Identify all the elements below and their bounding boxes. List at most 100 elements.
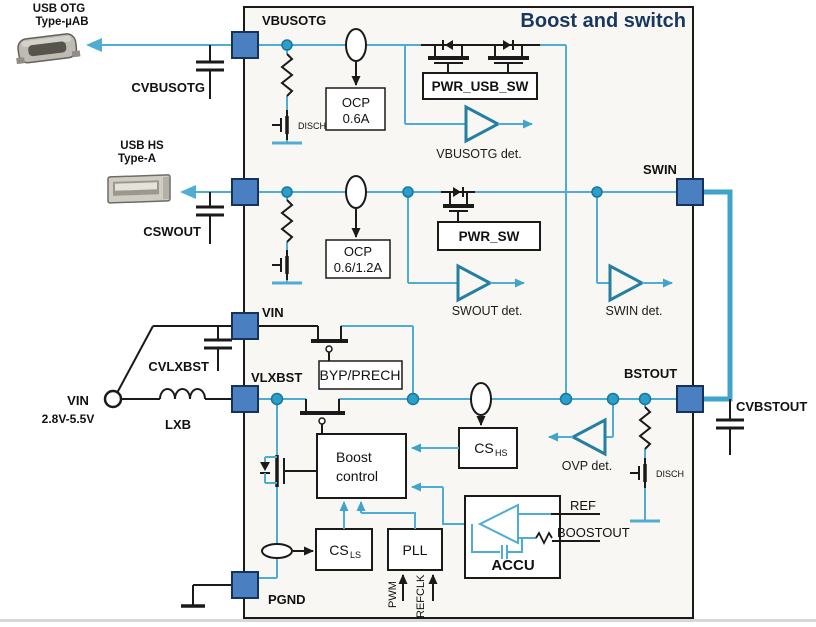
vin-supply-terminal (103, 389, 123, 409)
accu-block (464, 495, 561, 579)
usb-otg-connector-image (16, 33, 81, 65)
wire-junction-nodes (270, 39, 652, 406)
boost-hs-mosfet-icon (300, 399, 345, 434)
cvbstout-label: CVBSTOUT (736, 399, 807, 414)
page-edge-divider (0, 619, 816, 622)
ovp-det-label: OVP det. (562, 459, 613, 473)
current-probe-ocp1-icon (345, 28, 367, 62)
detector-comparators (456, 104, 646, 457)
ocp2-block (325, 239, 391, 279)
vbusotg-det-label: VBUSOTG det. (436, 147, 521, 161)
control-feedback-arrows (339, 482, 478, 529)
cs-ls-sub-label: LS (350, 550, 361, 560)
cswout-capacitor-icon (196, 192, 224, 244)
boost-control-label-line2: control (336, 468, 378, 484)
cs-hs-label: CS (474, 440, 493, 456)
ocp2-label-line1: OCP (344, 244, 372, 259)
boost-ls-mosfet-icon (260, 455, 317, 487)
ocp1-label-line1: OCP (342, 95, 370, 110)
accu-input-lines (551, 513, 600, 542)
pin-pgnd-label: PGND (268, 592, 306, 607)
ic-pins (231, 31, 704, 599)
resistor-vbusotg-icon (280, 53, 294, 97)
ovp-det-comparator-icon (569, 417, 607, 457)
accu-opamp-icon (471, 503, 551, 559)
pin-swin-label: SWIN (643, 162, 677, 177)
disch2-label: DISCH (656, 469, 684, 479)
pin-vbusotg (231, 31, 259, 59)
accu-label: ACCU (491, 557, 534, 574)
clock-input-arrows (398, 574, 438, 601)
resistor-bstout-icon (638, 406, 652, 450)
cvbstout-capacitor-icon (716, 399, 744, 455)
usb-otg-label-line2: Type-µAB (35, 16, 88, 28)
accu-feedback-resistor-icon (535, 531, 553, 546)
swout-det-comparator-icon (456, 263, 494, 303)
byp-prech-mosfet-icon (258, 325, 348, 361)
pin-vlxbst-label: VLXBST (251, 370, 302, 385)
usb-otg-label-line1: USB OTG (33, 3, 85, 15)
pgnd-ground-icon (181, 584, 232, 608)
discharge-resistors (280, 53, 652, 450)
disch-mosfet-vbusotg-icon (272, 110, 289, 140)
ocp2-label-line2: 0.6/1.2A (334, 260, 383, 275)
current-probe-ocp2-icon (345, 175, 367, 209)
pwm-label: PWM (387, 581, 399, 608)
vin-supply-label: VIN (67, 393, 89, 408)
pwr-sw-block (437, 221, 541, 251)
vbusotg-output-arrow-icon (86, 38, 102, 52)
cs-hs-sub-label: HS (495, 448, 508, 458)
pin-vin-label: VIN (262, 305, 284, 320)
pin-bstout-label: BSTOUT (624, 366, 677, 381)
resistor-swout-icon (280, 199, 294, 243)
pin-vbusotg-label: VBUSOTG (262, 13, 326, 28)
pin-bstout (676, 385, 704, 413)
byp-prech-label: BYP/PRECH (320, 367, 401, 383)
pwr-sw-label: PWR_SW (459, 229, 520, 244)
byp-prech-block (318, 360, 403, 390)
refclk-label: REFCLK (415, 574, 427, 618)
cs-ls-label: CS (329, 542, 348, 558)
usb-a-connector-image (107, 174, 171, 204)
boost-control-label-line1: Boost (336, 449, 372, 465)
current-probe-csls-icon (261, 543, 293, 559)
ref-label: REF (570, 498, 596, 513)
pin-pgnd (231, 571, 259, 599)
pll-label: PLL (403, 542, 428, 558)
pwr-sw-mosfet-icon (441, 187, 475, 222)
usb-hs-label-line2: Type-A (118, 153, 156, 165)
ocp1-label-line2: 0.6A (343, 111, 370, 126)
disch1-label: DISCH (298, 121, 326, 131)
probe-arrows (293, 62, 486, 556)
boostout-label: BOOSTOUT (557, 525, 630, 540)
swout-output-arrow-icon (180, 185, 196, 199)
swin-det-comparator-icon (608, 263, 646, 303)
cswout-label: CSWOUT (143, 224, 201, 239)
swin-bstout-feed-wire (703, 189, 733, 402)
detector-output-arrows (490, 119, 673, 442)
lxb-label: LXB (165, 417, 191, 432)
pin-swin (676, 178, 704, 206)
disch-mosfet-swout-icon (272, 250, 289, 280)
usb-hs-label-line1: USB HS (120, 140, 164, 152)
pin-vin (231, 312, 259, 340)
pin-swout (231, 178, 259, 206)
pin-vlxbst (231, 385, 259, 413)
swout-det-label: SWOUT det. (452, 304, 523, 318)
vin-range-label: 2.8V-5.5V (42, 412, 95, 426)
current-probe-cshs-icon (470, 382, 492, 416)
swin-det-label: SWIN det. (606, 304, 663, 318)
current-sense-probes (261, 28, 492, 559)
pwr-usb-sw-label: PWR_USB_SW (432, 79, 529, 94)
diagram-title: Boost and switch (520, 10, 686, 32)
external-output-wires (100, 44, 232, 193)
cvbusotg-capacitor-icon (196, 45, 224, 99)
vbusotg-det-comparator-icon (464, 104, 502, 144)
cvbusotg-label: CVBUSOTG (131, 80, 205, 95)
cvlxbst-label: CVLXBST (148, 359, 209, 374)
pwr-usb-sw-block (422, 72, 538, 100)
boost-control-block (316, 433, 407, 499)
pwr-usb-sw-mosfets-icon (421, 40, 540, 73)
